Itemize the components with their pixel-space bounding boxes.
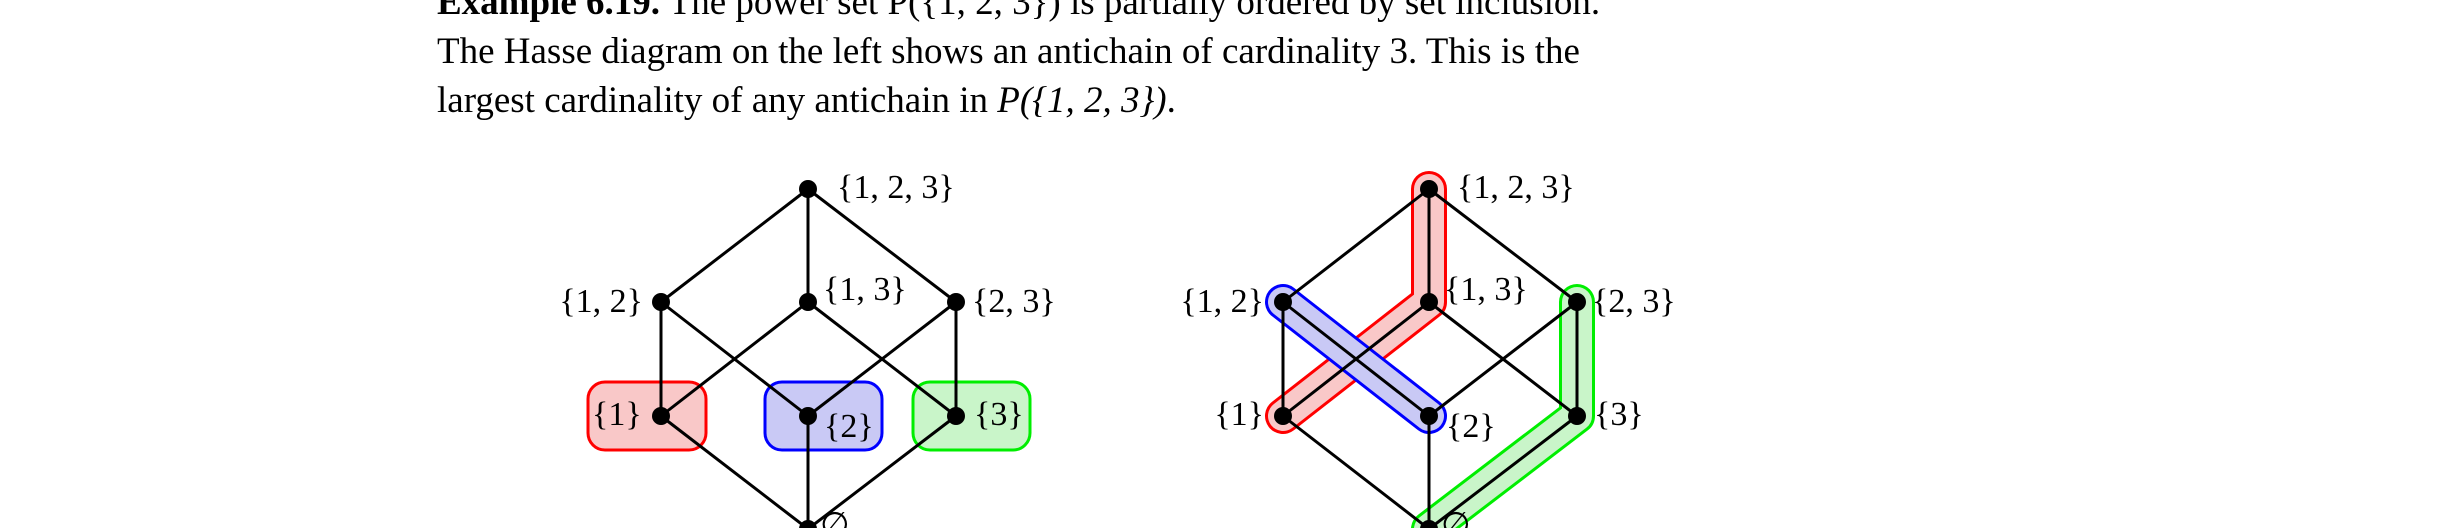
- right-node-13: [1420, 293, 1438, 311]
- left-label-2: {2}: [824, 408, 874, 445]
- left-label-3: {3}: [974, 396, 1024, 433]
- left-nodes: [652, 180, 965, 528]
- left-node-3: [947, 407, 965, 425]
- left-node-2: [799, 407, 817, 425]
- right-label-12: {1, 2}: [1180, 283, 1264, 320]
- right-node-3: [1568, 407, 1586, 425]
- right-node-empty: [1420, 520, 1438, 528]
- left-node-empty: [799, 520, 817, 528]
- left-node-top: [799, 180, 817, 198]
- left-edges: [659, 187, 958, 528]
- power-set-math: P({1, 2, 3}): [997, 80, 1167, 121]
- right-edges: [1281, 187, 1579, 528]
- paragraph-line-3: largest cardinality of any antichain in …: [437, 76, 1817, 125]
- right-node-top: [1420, 180, 1438, 198]
- right-node-23: [1568, 293, 1586, 311]
- right-label-top: {1, 2, 3}: [1457, 169, 1575, 206]
- right-label-2: {2}: [1446, 408, 1496, 445]
- right-label-23: {2, 3}: [1592, 283, 1676, 320]
- right-label-13: {1, 3}: [1444, 271, 1528, 308]
- left-hasse-diagram: {1, 2, 3} {1, 2} {1, 3} {2, 3} {1} {2} {…: [559, 169, 1056, 528]
- left-label-1: {1}: [592, 396, 642, 433]
- left-node-12: [652, 293, 670, 311]
- right-node-2: [1420, 407, 1438, 425]
- left-highlight-green: [911, 380, 1032, 452]
- example-label: Example 6.19.: [437, 0, 661, 23]
- right-nodes: [1274, 180, 1586, 528]
- paragraph-line-2: The Hasse diagram on the left shows an a…: [437, 31, 1580, 72]
- right-hasse-diagram: {1, 2, 3} {1, 2} {1, 3} {2, 3} {1} {2} {…: [1180, 169, 1676, 528]
- left-node-1: [652, 407, 670, 425]
- right-node-12: [1274, 293, 1292, 311]
- left-label-13: {1, 3}: [823, 271, 907, 308]
- left-node-23: [947, 293, 965, 311]
- left-label-23: {2, 3}: [972, 283, 1056, 320]
- paragraph-line-1: Example 6.19. The power set P({1, 2, 3})…: [437, 0, 1817, 27]
- example-paragraph: Example 6.19. The power set P({1, 2, 3})…: [437, 0, 1817, 125]
- left-highlight-red: [586, 380, 708, 452]
- left-label-top: {1, 2, 3}: [837, 169, 955, 206]
- right-label-1: {1}: [1214, 396, 1264, 433]
- paragraph-line-3-end: .: [1166, 80, 1176, 121]
- paragraph-line-3-text: largest cardinality of any antichain in: [437, 80, 998, 121]
- right-node-1: [1274, 407, 1292, 425]
- paragraph-line-1-text: The power set P({1, 2, 3}) is partially …: [660, 0, 1601, 23]
- left-node-13: [799, 293, 817, 311]
- right-label-3: {3}: [1594, 396, 1644, 433]
- left-label-empty: ∅: [820, 507, 850, 528]
- left-highlight-blue: [763, 380, 884, 452]
- right-label-empty: ∅: [1441, 507, 1471, 528]
- left-label-12: {1, 2}: [559, 283, 643, 320]
